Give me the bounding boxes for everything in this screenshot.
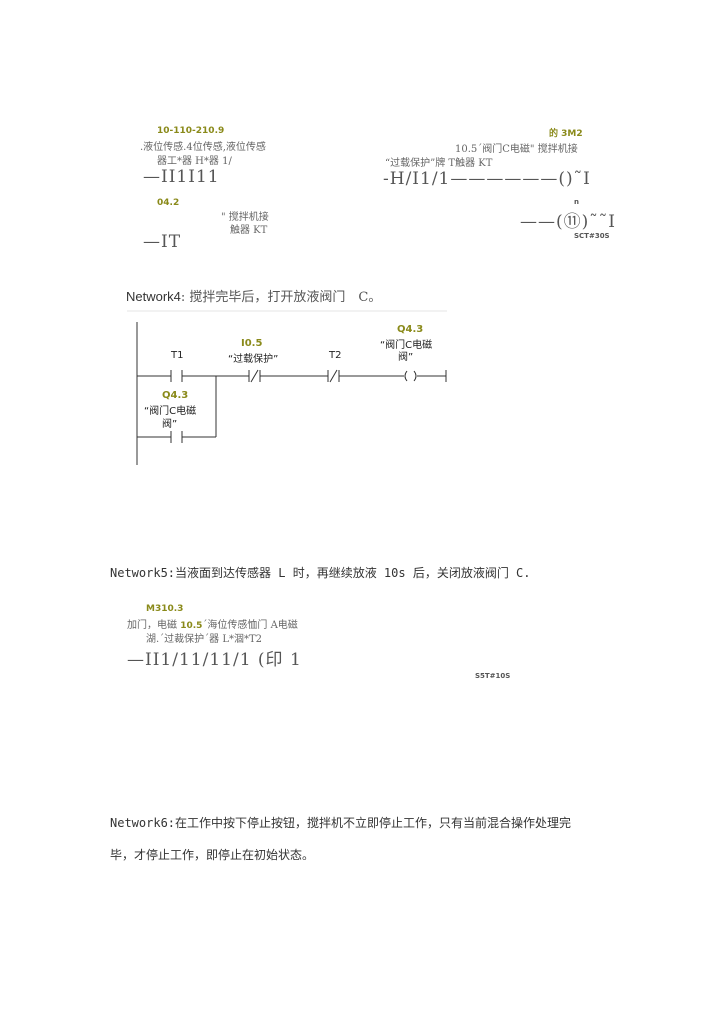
branch-contact-name: “阀门C电磁	[144, 406, 197, 417]
network4-heading: Network4: 搅拌完毕后，打开放液阀门 C。	[126, 286, 381, 305]
contact-label: 器工*器 H*器 1/	[157, 156, 232, 167]
contact-t1-label: T1	[171, 350, 184, 361]
coil-label: n	[574, 198, 579, 206]
contact-label: " 搅拌机接	[221, 212, 269, 223]
contact-address: M310.3	[146, 604, 184, 614]
contact-address: 10.5	[180, 621, 203, 631]
contact-i05-address: I0.5	[241, 338, 263, 349]
contact-label-part: ˊ海位传感恤门 A电磁	[202, 620, 298, 631]
timer-value: S5T#10S	[475, 672, 511, 680]
ladder-rung: —II1/11/11/1 (印 1	[127, 650, 302, 670]
contact-label: 湖.ˊ过裁保护ˊ器 L*涸*T2	[146, 634, 263, 645]
coil-q43-name: “阀门C电磁	[380, 340, 433, 351]
contact-t2-label: T2	[329, 350, 342, 361]
timer-label: SCT#30S	[574, 232, 610, 240]
ladder-rung: —II1I11	[143, 167, 220, 187]
branch-contact-name: 阀”	[162, 419, 178, 430]
contact-address: 10-110-210.9	[157, 126, 225, 136]
network4-text: : 搅拌完毕后，打开放液阀门 C。	[180, 290, 382, 305]
coil-q43-name: 阀”	[398, 352, 414, 363]
ladder-rung: —IT	[143, 232, 182, 252]
coil-q43-address: Q4.3	[397, 324, 424, 335]
network6-text: 毕，才停止工作，即停止在初始状态。	[110, 848, 315, 862]
coil-address: 的 3M2	[549, 129, 583, 139]
contact-address: 04.2	[157, 198, 180, 208]
contact-i05-name: “过载保护”	[228, 354, 279, 365]
contact-label: 触器 KT	[230, 225, 268, 236]
contact-label: “过载保护”牌 T触器 KT	[385, 158, 493, 169]
contact-label-part: 加门，电磁	[127, 620, 181, 631]
network6-heading: Network6:在工作中按下停止按钮，搅拌机不立即停止工作，只有当前混合操作处…	[110, 816, 572, 830]
ladder-rung: ——(⑪)˜˜I	[520, 212, 616, 232]
contact-label: .液位传感.4位传感,液位传感	[140, 142, 266, 153]
network5-heading: Network5:当液面到达传感器 L 时，再继续放液 10s 后，关闭放液阀门…	[110, 566, 531, 580]
network4-prefix: Network4	[126, 289, 181, 304]
contact-label: 加门，电磁 10.5ˊ海位传感恤门 A电磁	[127, 616, 298, 631]
ladder-rung: -H/I1/1——————()˜I	[383, 169, 591, 189]
contact-label: 10.5ˊ阀门C电磁" 搅拌机接	[455, 144, 578, 155]
branch-contact-address: Q4.3	[162, 390, 189, 401]
